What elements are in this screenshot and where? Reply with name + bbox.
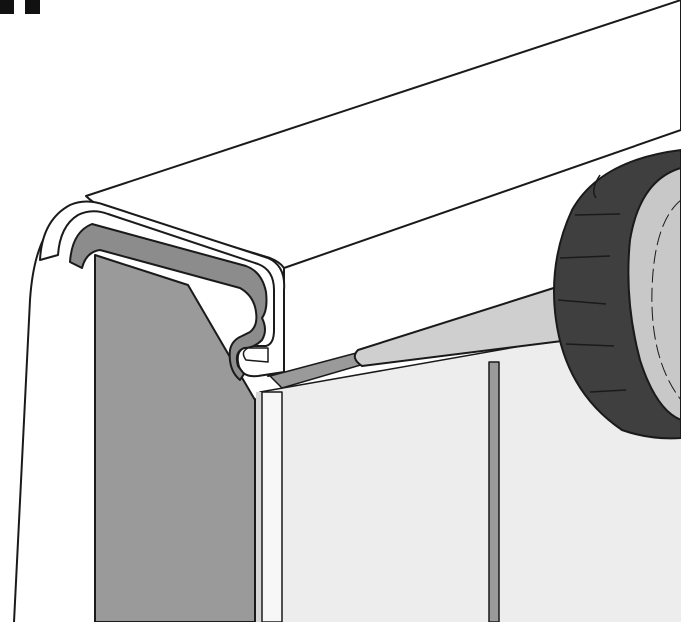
side-post [94,254,263,622]
two-bars-marker-icon [0,0,40,14]
rail-cross-section [39,200,286,381]
sealant-cartridge-icon [353,149,681,440]
corner-strip [261,391,283,622]
divider-post [488,361,500,622]
frame-edge [13,209,73,622]
